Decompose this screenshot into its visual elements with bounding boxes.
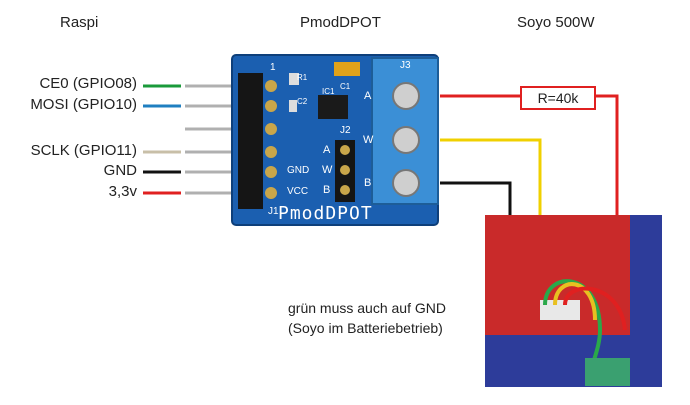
terminal-letter-w: W bbox=[363, 134, 374, 146]
header-letter-w: W bbox=[322, 164, 333, 176]
board-pin1: 1 bbox=[270, 62, 276, 73]
wire-b-black bbox=[440, 181, 512, 215]
pin-label-mosi: MOSI (GPIO10) bbox=[30, 96, 137, 113]
note-line1: grün muss auch auf GND bbox=[288, 300, 446, 316]
header-letter-b: B bbox=[323, 184, 331, 196]
terminal-letter-b: B bbox=[364, 177, 372, 189]
pin-label-3v3: 3,3v bbox=[108, 183, 137, 200]
pin-label-ce0: CE0 (GPIO08) bbox=[39, 75, 137, 92]
wire-w-yellow bbox=[440, 138, 542, 215]
j2-pins bbox=[340, 145, 350, 195]
header-sockets bbox=[265, 80, 277, 199]
wire-a-red-right bbox=[596, 94, 619, 215]
ic1-chip bbox=[318, 95, 348, 119]
board-ic1: IC1 bbox=[322, 87, 335, 96]
header-pins bbox=[185, 84, 240, 195]
c2-capacitor bbox=[289, 100, 297, 112]
raspi-header: Raspi bbox=[60, 14, 99, 31]
soyo-red-wire bbox=[563, 286, 627, 331]
soyo-yellow-wire bbox=[553, 282, 597, 321]
board-vcc: VCC bbox=[287, 186, 309, 197]
soyo-connector bbox=[540, 300, 580, 320]
board-name: PmodDPOT bbox=[278, 203, 373, 224]
board-j2: J2 bbox=[340, 125, 351, 136]
note-line2: (Soyo im Batteriebetrieb) bbox=[288, 320, 443, 336]
header-block bbox=[238, 73, 263, 209]
terminal-screws bbox=[392, 82, 420, 197]
soyo-header: Soyo 500W bbox=[517, 14, 595, 31]
board-j1: J1 bbox=[268, 206, 279, 217]
board-c2: C2 bbox=[297, 97, 308, 106]
resistor-label: R=40k bbox=[520, 86, 596, 110]
soyo-green-component bbox=[585, 358, 630, 386]
board-gnd: GND bbox=[287, 165, 310, 176]
board-j3: J3 bbox=[400, 60, 411, 71]
note: grün muss auch auf GND (Soyo im Batterie… bbox=[288, 298, 446, 338]
board-r1: R1 bbox=[297, 73, 308, 82]
board-c1: C1 bbox=[340, 82, 351, 91]
header-letter-a: A bbox=[323, 144, 331, 156]
pmod-header: PmodDPOT bbox=[300, 14, 381, 31]
pin-label-sclk: SCLK (GPIO11) bbox=[30, 142, 137, 159]
terminal-letter-a: A bbox=[364, 90, 372, 102]
r1-resistor bbox=[289, 73, 299, 85]
pin-label-gnd: GND bbox=[103, 162, 137, 179]
c1-capacitor bbox=[334, 62, 360, 76]
